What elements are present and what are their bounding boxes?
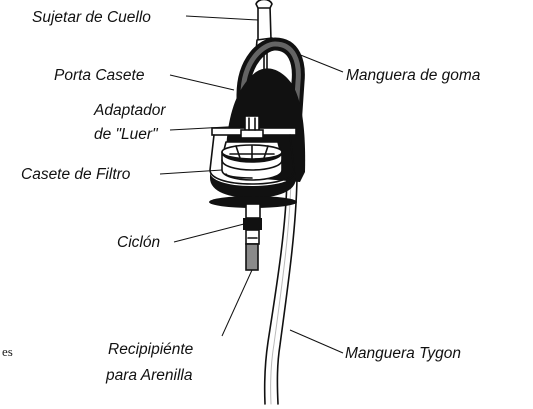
leader-neck-clip xyxy=(185,15,259,21)
luer-adapter xyxy=(240,115,264,139)
label-neck-clip: Sujetar de Cuello xyxy=(32,9,151,26)
label-luer-adapter-line1: Adaptador xyxy=(93,102,166,119)
label-filter-cassette: Casete de Filtro xyxy=(21,166,131,183)
cyclone xyxy=(243,203,262,245)
label-rubber-hose: Manguera de goma xyxy=(346,67,481,84)
leader-luer-adapter xyxy=(169,125,246,131)
tygon-hose xyxy=(263,177,298,405)
label-cyclone: Ciclón xyxy=(117,234,160,251)
leader-grit-pot xyxy=(221,269,253,337)
leader-rubber-hose xyxy=(297,53,344,73)
label-grit-pot-line2: para Arenilla xyxy=(105,367,193,384)
leader-cassette-holder xyxy=(169,74,235,91)
label-grit-pot-line1: Recipipiénte xyxy=(108,341,194,358)
leader-lines xyxy=(159,15,344,354)
label-cassette-holder: Porta Casete xyxy=(54,67,145,84)
leader-filter-cassette xyxy=(159,169,223,175)
label-tygon-hose: Manguera Tygon xyxy=(345,345,461,362)
leader-cyclone xyxy=(173,223,245,243)
filter-cassette xyxy=(221,141,283,181)
leader-tygon-hose xyxy=(289,329,344,354)
label-luer-adapter-line2: de "Luer" xyxy=(94,126,159,143)
stray-text-fragment: es xyxy=(2,344,13,359)
rubber-hose xyxy=(236,37,305,171)
grit-pot xyxy=(245,243,259,271)
